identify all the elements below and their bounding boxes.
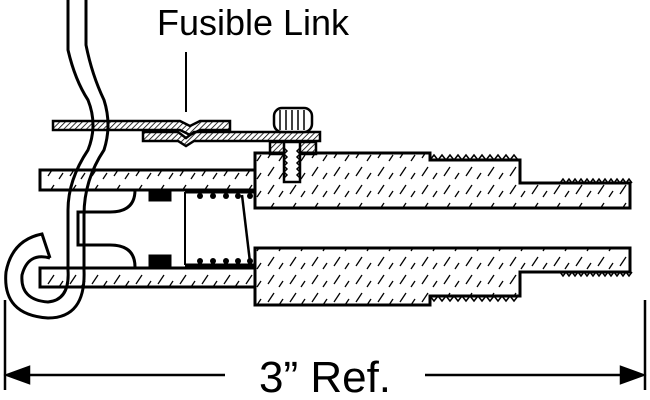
fusible-link-upper-plate (51, 119, 232, 137)
housing-body (253, 151, 632, 307)
dimension-label: 3” Ref. (259, 353, 391, 400)
dimension-line (3, 300, 647, 390)
lower-plate (38, 266, 257, 289)
spring-assembly (76, 189, 255, 268)
hook-wire (4, 0, 110, 320)
upper-plate (38, 168, 257, 192)
thumb-screw (268, 106, 318, 184)
fusible-link-lower-plate (141, 130, 322, 148)
threads (429, 153, 633, 303)
spring-coils (197, 193, 253, 264)
fusible-link-label: Fusible Link (157, 2, 350, 43)
